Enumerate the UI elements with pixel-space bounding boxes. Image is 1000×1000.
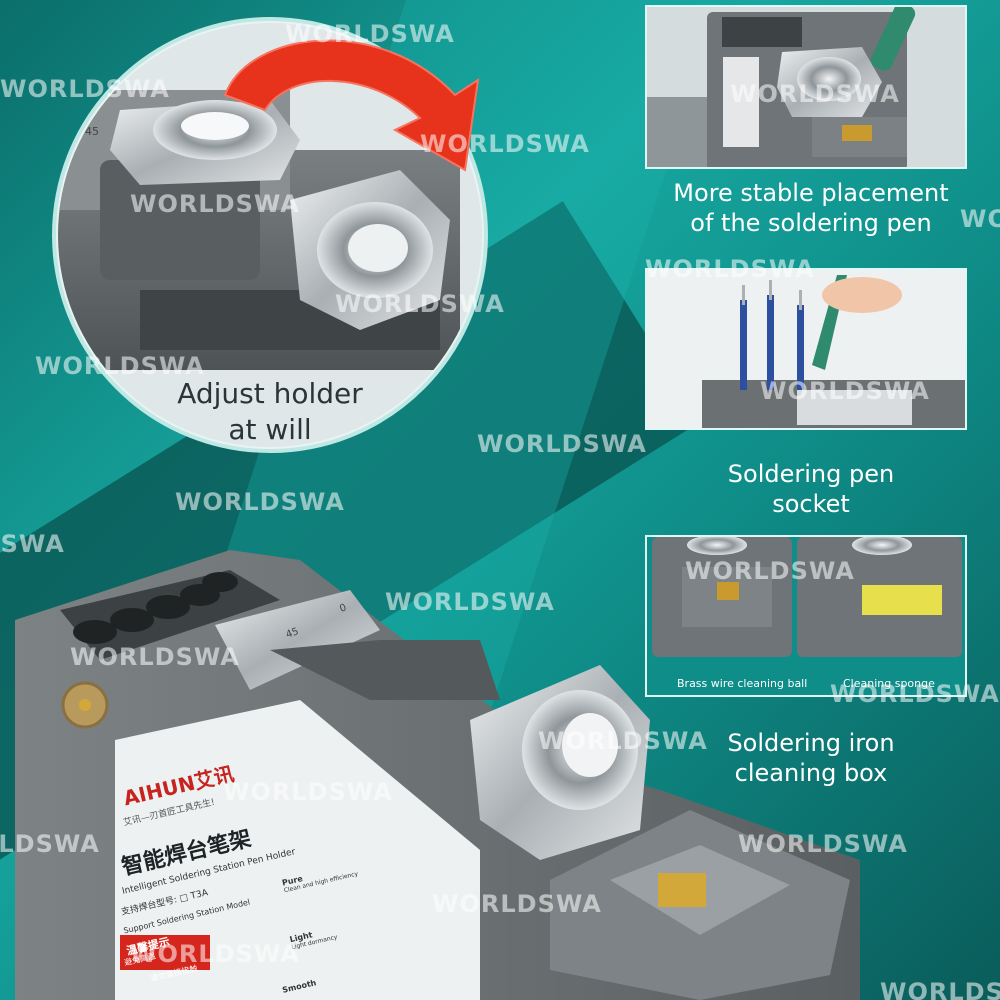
rotate-arrow-icon (223, 39, 480, 172)
watermark: WORLDSWA (960, 205, 1000, 233)
watermark: WORLDSWA (175, 488, 345, 516)
watermark: WORLDSWA (335, 290, 505, 318)
panel1-caption-line1: More stable placement (673, 179, 949, 207)
watermark: WORLDSWA (685, 557, 855, 585)
watermark: WORLDSWA (285, 20, 455, 48)
watermark: WORLDSWA (130, 190, 300, 218)
watermark: WORLDSWA (385, 588, 555, 616)
panel1-caption: More stable placement of the soldering p… (648, 178, 974, 238)
panel3-caption-line2: cleaning box (734, 759, 888, 787)
circle-caption: Adjust holder at will (150, 376, 390, 448)
circle-caption-line1: Adjust holder (177, 377, 363, 410)
panel3-caption: Soldering iron cleaning box (648, 728, 974, 788)
watermark: WORLDSWA (880, 978, 1000, 1000)
watermark: WORLDSWA (730, 80, 900, 108)
watermark: WORLDSWA (420, 130, 590, 158)
panel2-caption: Soldering pen socket (648, 459, 974, 519)
holder-mark-45: 45 (85, 125, 99, 138)
watermark: WORLDSWA (738, 830, 908, 858)
watermark: WORLDSWA (477, 430, 647, 458)
watermark: WORLDSWA (645, 255, 815, 283)
panel3-image (647, 537, 965, 695)
panel2-caption-line1: Soldering pen (727, 460, 895, 488)
watermark: WORLDSWA (538, 727, 708, 755)
watermark: WORLDSWA (830, 680, 1000, 708)
panel2-image (647, 270, 965, 428)
watermark: WORLDSWA (0, 830, 100, 858)
panel1-caption-line2: of the soldering pen (690, 209, 932, 237)
watermark: WORLDSWA (35, 352, 205, 380)
watermark: WORLDSWA (0, 75, 170, 103)
panel1-image (647, 7, 965, 167)
watermark: WORLDSWA (432, 890, 602, 918)
watermark: WORLDSWA (760, 377, 930, 405)
watermark: WORLDSWA (130, 940, 300, 968)
sponge-label: Cleaning sponge (843, 677, 935, 690)
panel2-caption-line2: socket (772, 490, 850, 518)
tip-socket-holes (73, 572, 238, 644)
watermark: WORLDSWA (223, 778, 393, 806)
panel-cleaning-box: Brass wire cleaning ball Cleaning sponge (645, 535, 967, 697)
brass-ball-label: Brass wire cleaning ball (677, 677, 808, 690)
panel3-caption-line1: Soldering iron (727, 729, 895, 757)
panel-stable-placement (645, 5, 967, 169)
circle-caption-line2: at will (228, 413, 312, 446)
soldering-tips (740, 280, 804, 390)
watermark: WORLDSWA (70, 643, 240, 671)
watermark: WORLDSWA (0, 530, 65, 558)
panel-pen-socket (645, 268, 967, 430)
